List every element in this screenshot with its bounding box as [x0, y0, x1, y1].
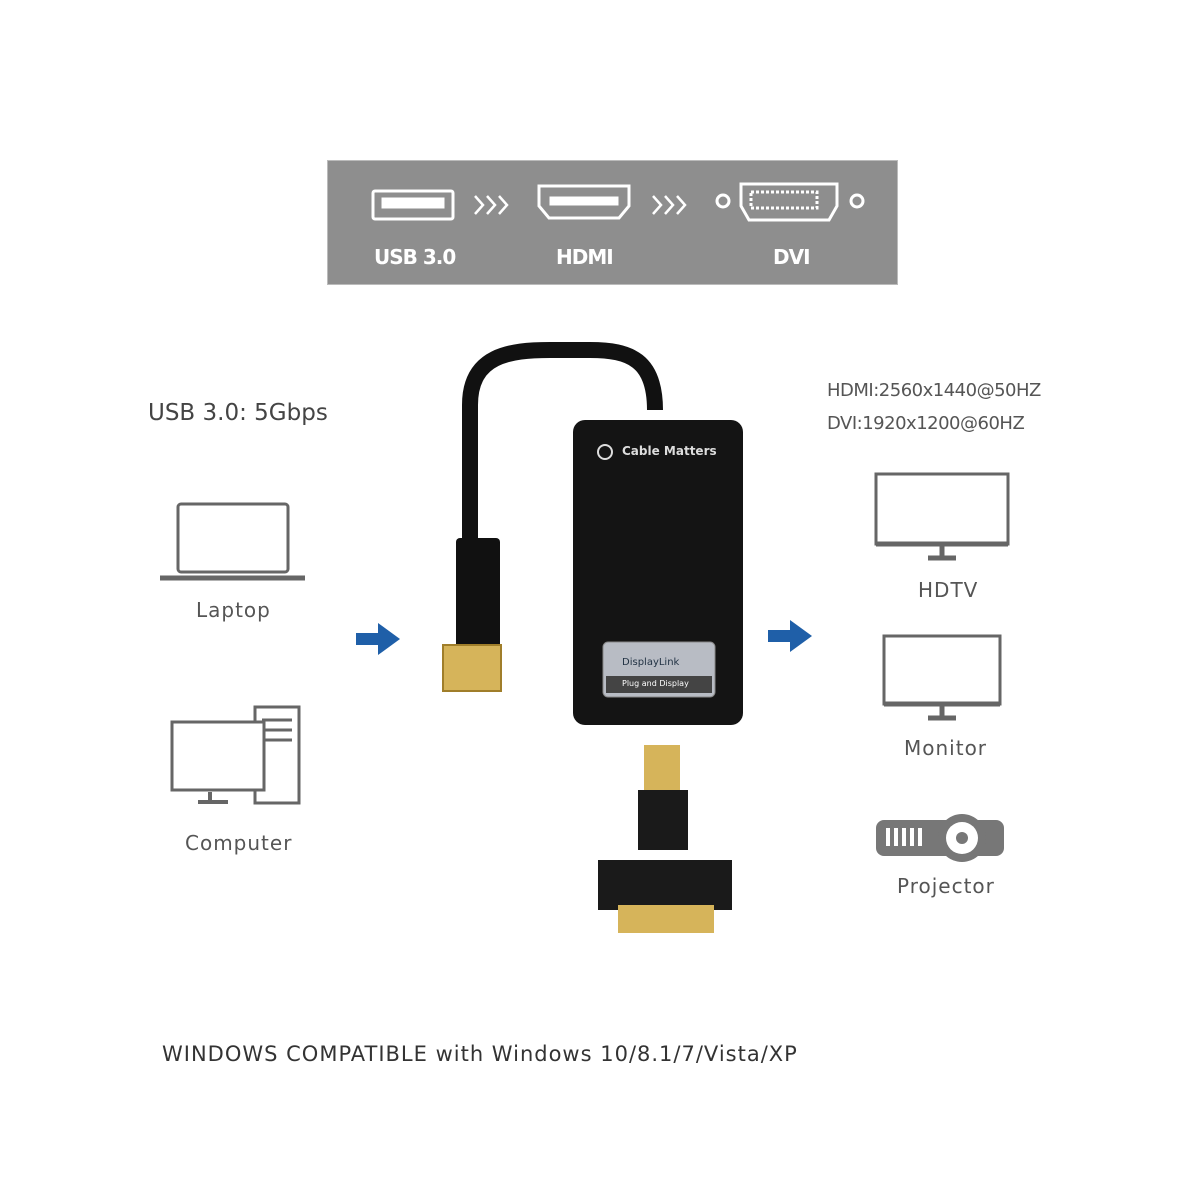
dvi-hdmi-adapter: [598, 745, 732, 933]
monitor-label: Monitor: [904, 736, 988, 760]
laptop-icon: [160, 502, 305, 581]
brand-name: Cable Matters: [622, 444, 717, 458]
projector-icon: [876, 814, 1004, 862]
computer-icon: [170, 705, 301, 805]
port-icons: [371, 182, 865, 222]
compatibility-note: WINDOWS COMPATIBLE with Windows 10/8.1/7…: [162, 1042, 798, 1066]
usb-plug-body: [456, 538, 500, 648]
monitor-icon: [882, 634, 1002, 721]
usb-cable: [462, 342, 663, 545]
hdmi-port-icon: [537, 184, 631, 220]
dvi-port-icon: [715, 182, 865, 222]
hdmi-resolution: HDMI:2560x1440@50HZ: [827, 380, 1041, 401]
chevrons-icon: [474, 195, 687, 215]
port-banner: [327, 160, 898, 285]
brand-logo-icon: [597, 444, 613, 460]
dvi-resolution: DVI:1920x1200@60HZ: [827, 413, 1025, 434]
projector-label: Projector: [897, 874, 995, 898]
hdtv-label: HDTV: [918, 578, 979, 602]
usb-label: USB 3.0: [374, 245, 456, 269]
arrow-out-icon: [768, 620, 812, 652]
hdtv-icon: [874, 472, 1010, 561]
usb-port-icon: [371, 189, 455, 221]
badge-label: DisplayLink: [622, 657, 680, 668]
usb-plug-tip: [442, 644, 502, 692]
computer-label: Computer: [185, 831, 293, 855]
usb-speed: USB 3.0: 5Gbps: [148, 400, 328, 426]
badge-sub-label: Plug and Display: [622, 679, 689, 688]
arrow-in-icon: [356, 623, 400, 655]
dvi-label: DVI: [773, 245, 811, 269]
laptop-label: Laptop: [196, 598, 271, 622]
hdmi-label: HDMI: [556, 245, 614, 269]
